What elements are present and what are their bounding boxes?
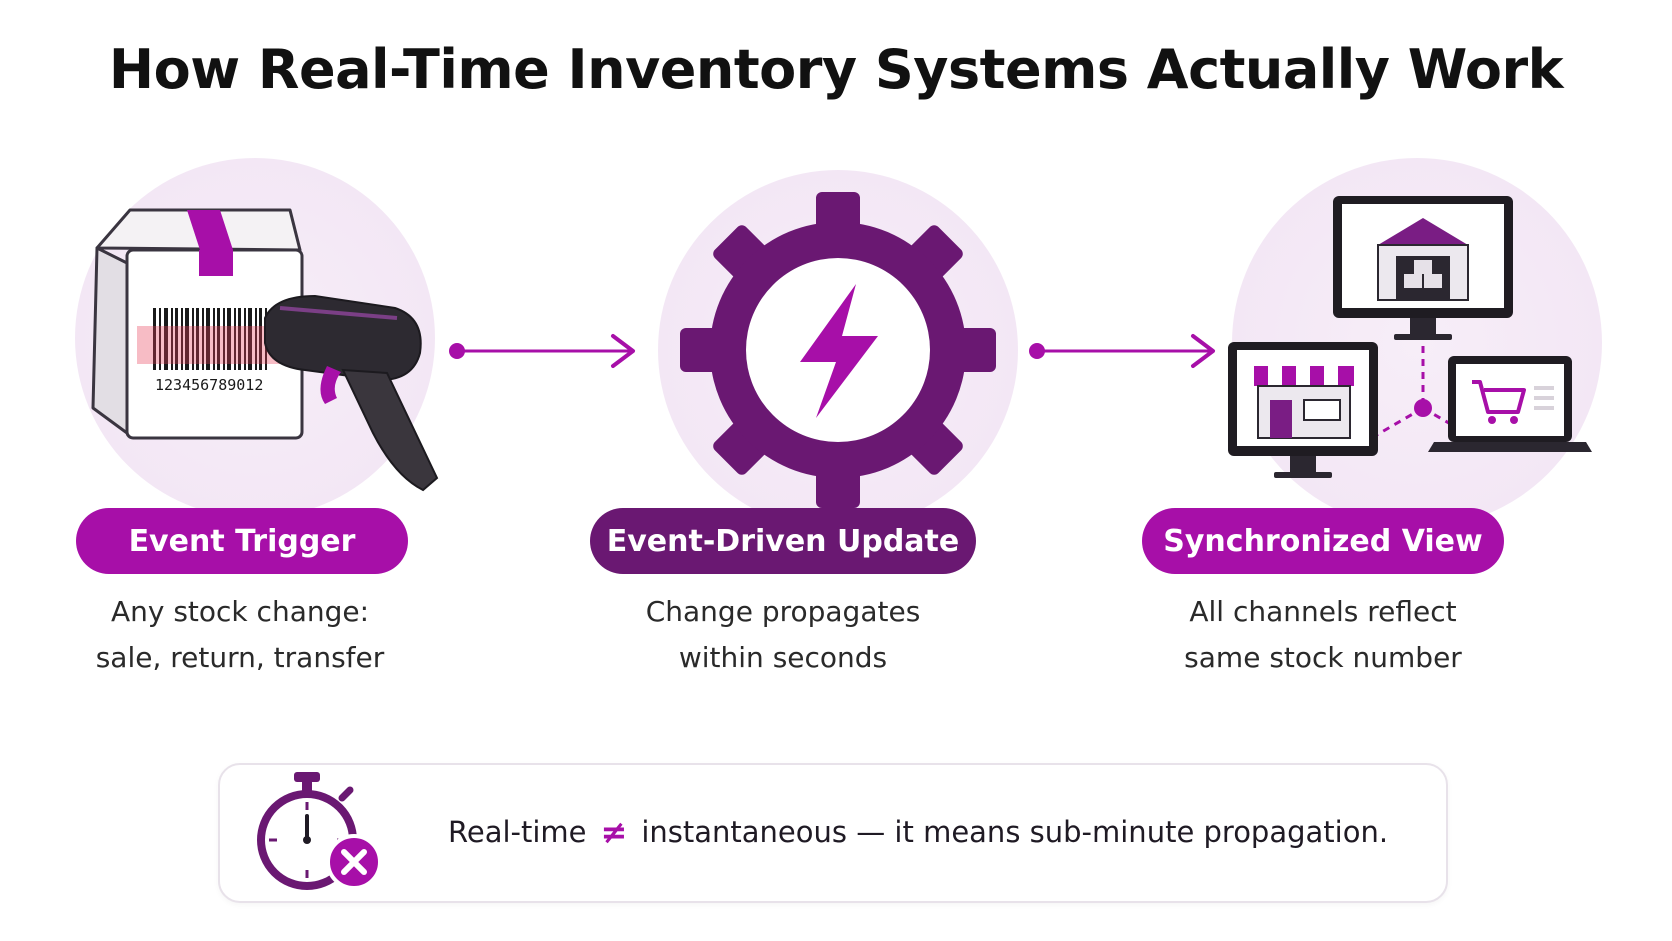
stopwatch-cancel-icon bbox=[257, 772, 382, 890]
gear-lightning-icon bbox=[680, 192, 996, 508]
step-2-desc-line-1: Change propagates bbox=[645, 595, 921, 628]
step-1-description: Any stock change: sale, return, transfer bbox=[40, 589, 440, 681]
step-1-desc-line-1: Any stock change: bbox=[110, 595, 370, 628]
not-equal-symbol: ≠ bbox=[600, 813, 628, 851]
note-text-after: instantaneous — it means sub-minute prop… bbox=[641, 815, 1389, 849]
step-2-desc-line-2: within seconds bbox=[678, 641, 888, 674]
note-text-before: Real-time bbox=[448, 815, 587, 849]
barcode-scanner-icon: 123456789012 bbox=[91, 208, 439, 492]
step-1-desc-line-2: sale, return, transfer bbox=[95, 641, 385, 674]
note-text: Real-time ≠ instantaneous — it means sub… bbox=[448, 808, 1388, 856]
step-1-label: Event Trigger bbox=[76, 508, 408, 574]
step-2-label: Event-Driven Update bbox=[590, 508, 976, 574]
step-3-desc-line-2: same stock number bbox=[1184, 641, 1462, 674]
note-box bbox=[218, 763, 1448, 903]
connector-arrow-1 bbox=[449, 334, 635, 368]
step-3-label: Synchronized View bbox=[1142, 508, 1504, 574]
synced-devices-icon bbox=[1228, 196, 1592, 478]
step-3-description: All channels reflect same stock number bbox=[1123, 589, 1523, 681]
barcode-number: 123456789012 bbox=[155, 376, 263, 394]
page-title: How Real-Time Inventory Systems Actually… bbox=[108, 38, 1564, 101]
step-3-desc-line-1: All channels reflect bbox=[1189, 595, 1457, 628]
connector-arrow-2 bbox=[1029, 334, 1215, 368]
step-2-description: Change propagates within seconds bbox=[583, 589, 983, 681]
